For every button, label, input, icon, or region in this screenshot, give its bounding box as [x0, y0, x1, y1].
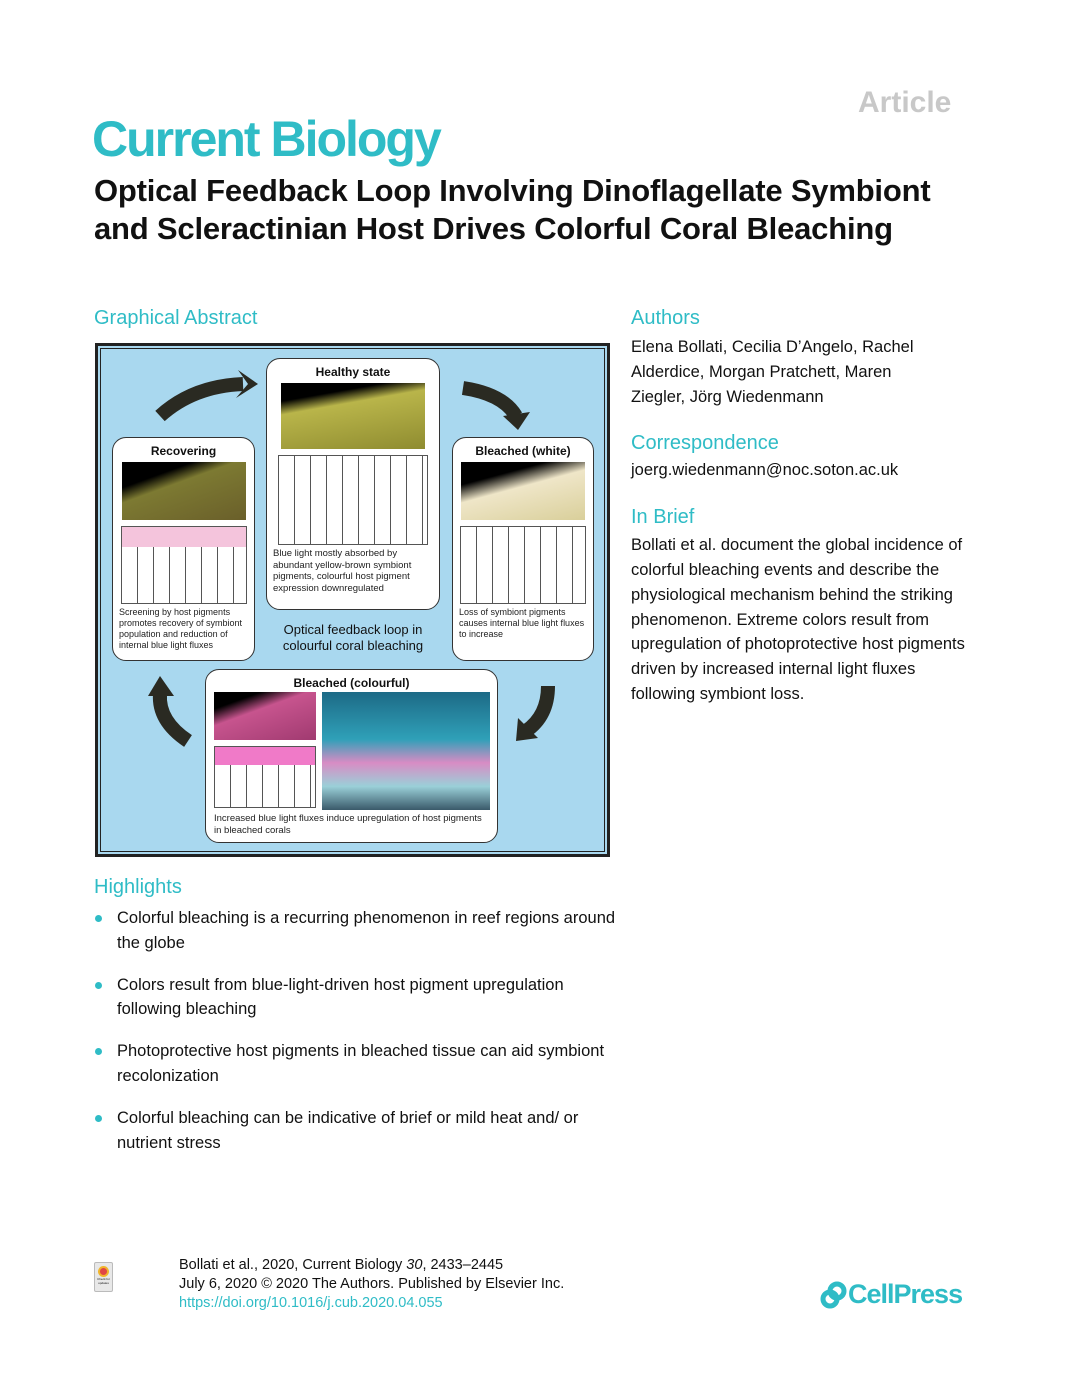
panel-healthy: Healthy state Blue light mostly absorbed… [266, 358, 440, 610]
citation-block: Bollati et al., 2020, Current Biology 30… [179, 1256, 564, 1313]
journal-name: Current Biology [92, 111, 442, 167]
panel-recovering: Recovering Screening by host pigments pr… [112, 437, 255, 661]
bleached-colourful-photo [214, 692, 316, 740]
panel-title: Bleached (colourful) [293, 676, 410, 690]
tissue-diagram [214, 746, 316, 808]
highlights-heading: Highlights [94, 876, 182, 898]
doi-link[interactable]: https://doi.org/10.1016/j.cub.2020.04.05… [179, 1295, 443, 1311]
panel-bleached-white: Bleached (white) Loss of symbiont pigmen… [452, 437, 594, 661]
cellpress-logo: CellPress [820, 1279, 963, 1310]
cellpress-icon [820, 1281, 847, 1308]
article-title: Optical Feedback Loop Involving Dinoflag… [94, 173, 931, 246]
highlight-item: Colorful bleaching can be indicative of … [94, 1106, 619, 1156]
citation-line: Bollati et al., 2020, Current Biology 30… [179, 1257, 504, 1273]
in-brief-text: Bollati et al. document the global incid… [631, 536, 965, 703]
authors-heading: Authors [631, 307, 700, 329]
cellpress-text: CellPress [848, 1279, 963, 1309]
panel-caption: Loss of symbiont pigments causes interna… [459, 607, 585, 639]
panel-title: Bleached (white) [475, 444, 571, 458]
center-caption: Optical feedback loop in colourful coral… [282, 622, 424, 653]
panel-caption: Increased blue light fluxes induce upreg… [214, 813, 482, 836]
tissue-diagram [278, 455, 428, 545]
panel-title: Healthy state [315, 365, 391, 379]
highlight-item: Colorful bleaching is a recurring phenom… [94, 906, 619, 956]
in-brief-heading: In Brief [631, 506, 695, 529]
highlight-item: Photoprotective host pigments in bleache… [94, 1039, 619, 1089]
copyright-line: July 6, 2020 © 2020 The Authors. Publish… [179, 1276, 565, 1292]
right-column: Authors Elena Bollati, Cecilia D’Angelo,… [631, 307, 971, 707]
recovering-coral-photo [121, 462, 246, 520]
correspondence-email[interactable]: joerg.wiedenmann@noc.soton.ac.uk [631, 461, 899, 480]
authors-list: Elena Bollati, Cecilia D’Angelo, Rachel … [631, 338, 914, 406]
tissue-diagram [120, 526, 247, 604]
panel-title: Recovering [150, 444, 217, 458]
check-for-updates-badge[interactable]: Check for updates [94, 1262, 113, 1292]
panel-bleached-colourful: Bleached (colourful) Increased blue ligh… [205, 669, 498, 843]
check-updates-label: Check for updates [97, 1277, 110, 1285]
highlight-item: Colors result from blue-light-driven hos… [94, 973, 619, 1023]
panel-caption: Screening by host pigments promotes reco… [119, 607, 243, 650]
correspondence-heading: Correspondence [631, 432, 779, 455]
tissue-diagram [460, 526, 586, 604]
cycle-arrows [148, 370, 555, 747]
graphical-abstract: Healthy state Blue light mostly absorbed… [95, 343, 610, 857]
healthy-coral-photo [281, 383, 425, 449]
graphical-abstract-heading: Graphical Abstract [94, 307, 258, 329]
check-updates-icon [98, 1266, 109, 1277]
article-label: Article [858, 86, 952, 119]
panel-caption: Blue light mostly absorbed by abundant y… [273, 548, 412, 594]
bleached-white-photo [461, 462, 585, 520]
reef-photo [322, 692, 490, 810]
highlights-section: Highlights Colorful bleaching is a recur… [94, 876, 619, 1172]
